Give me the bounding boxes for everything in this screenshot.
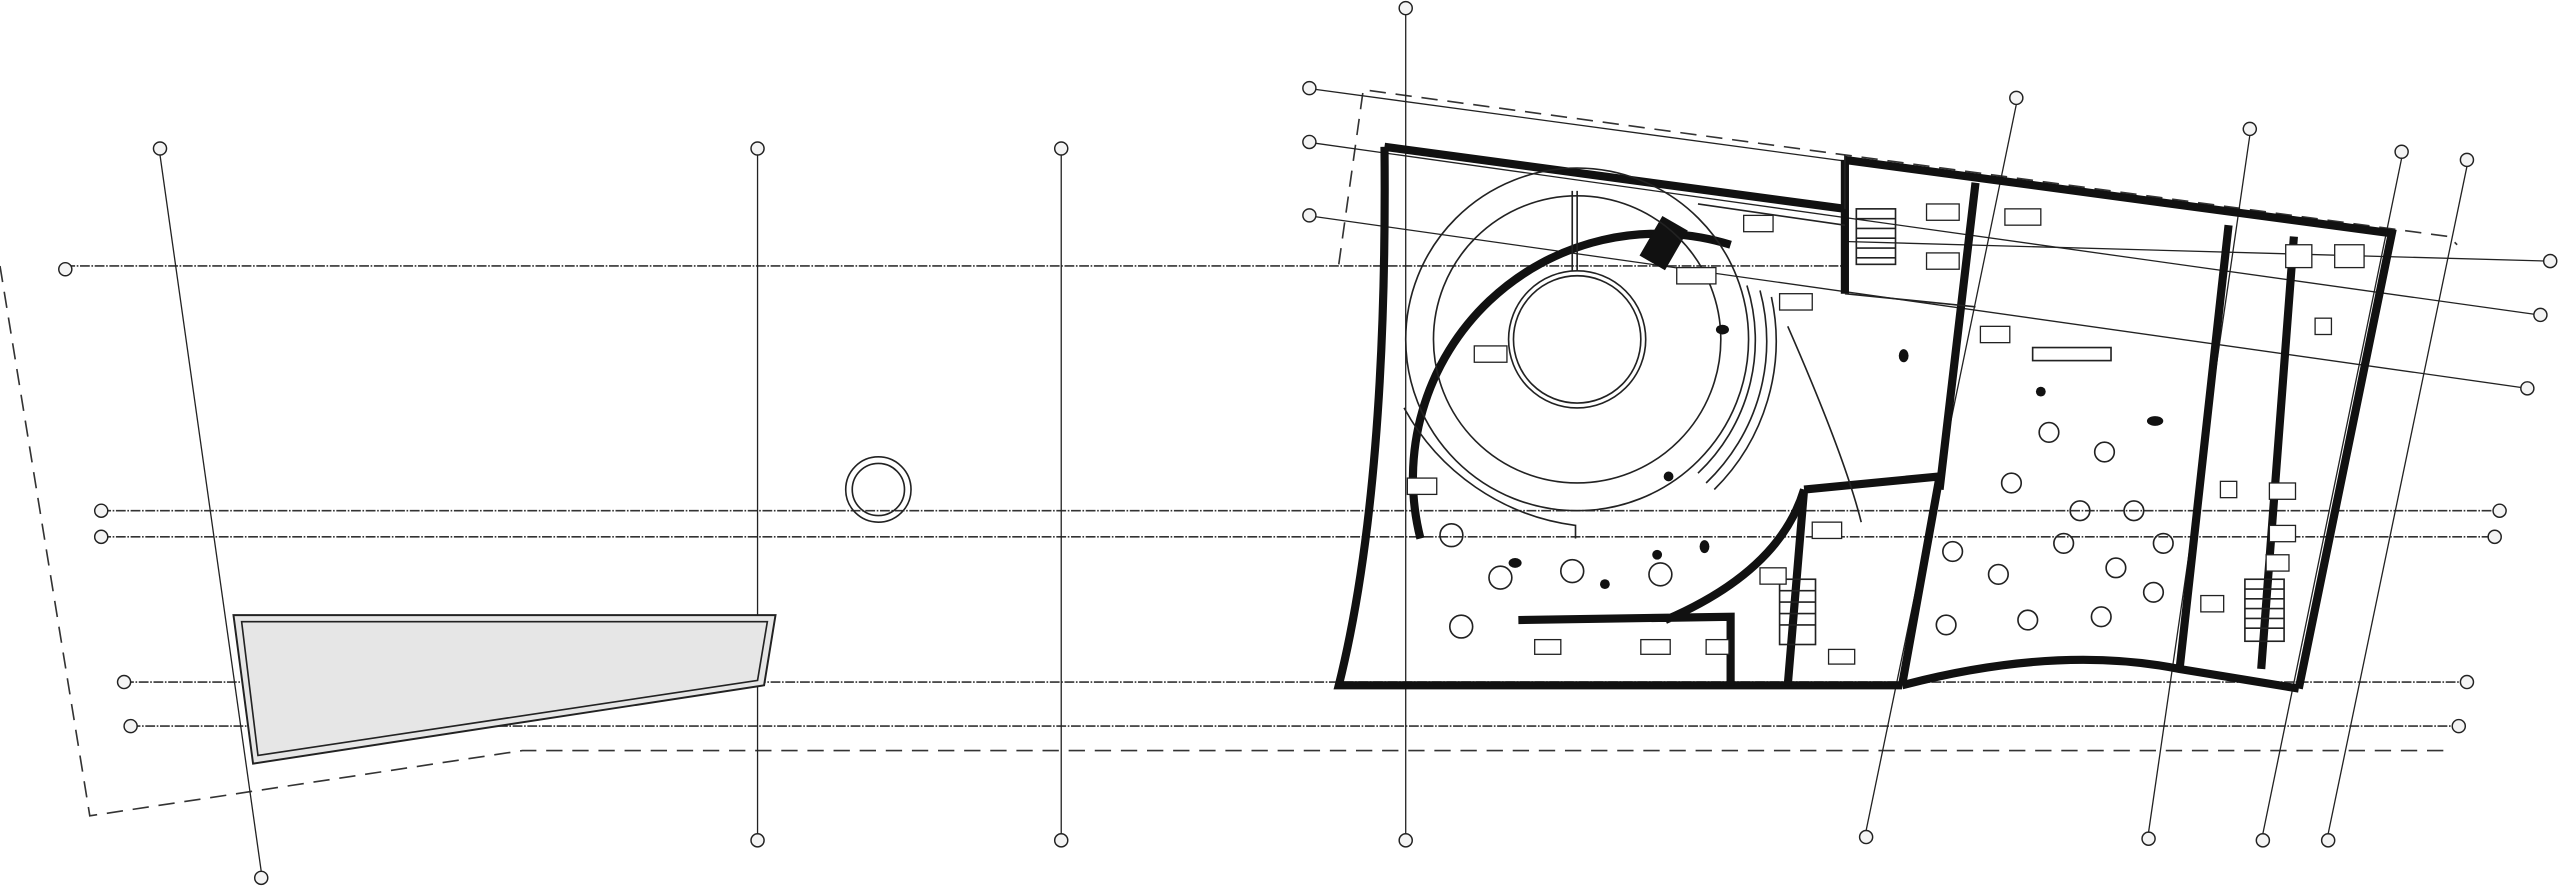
furniture-tables [1439,346,2174,639]
column-round [844,456,912,523]
site-boundary-top [1337,88,2458,265]
stairs [1778,208,2285,646]
grid-bubbles [58,0,2558,886]
structural-block [1639,215,1688,271]
building-walls [1333,142,2397,693]
plants [1508,324,2164,590]
shaded-slab [232,614,777,765]
room-tags [1406,203,2365,665]
rotunda [1403,167,1863,539]
